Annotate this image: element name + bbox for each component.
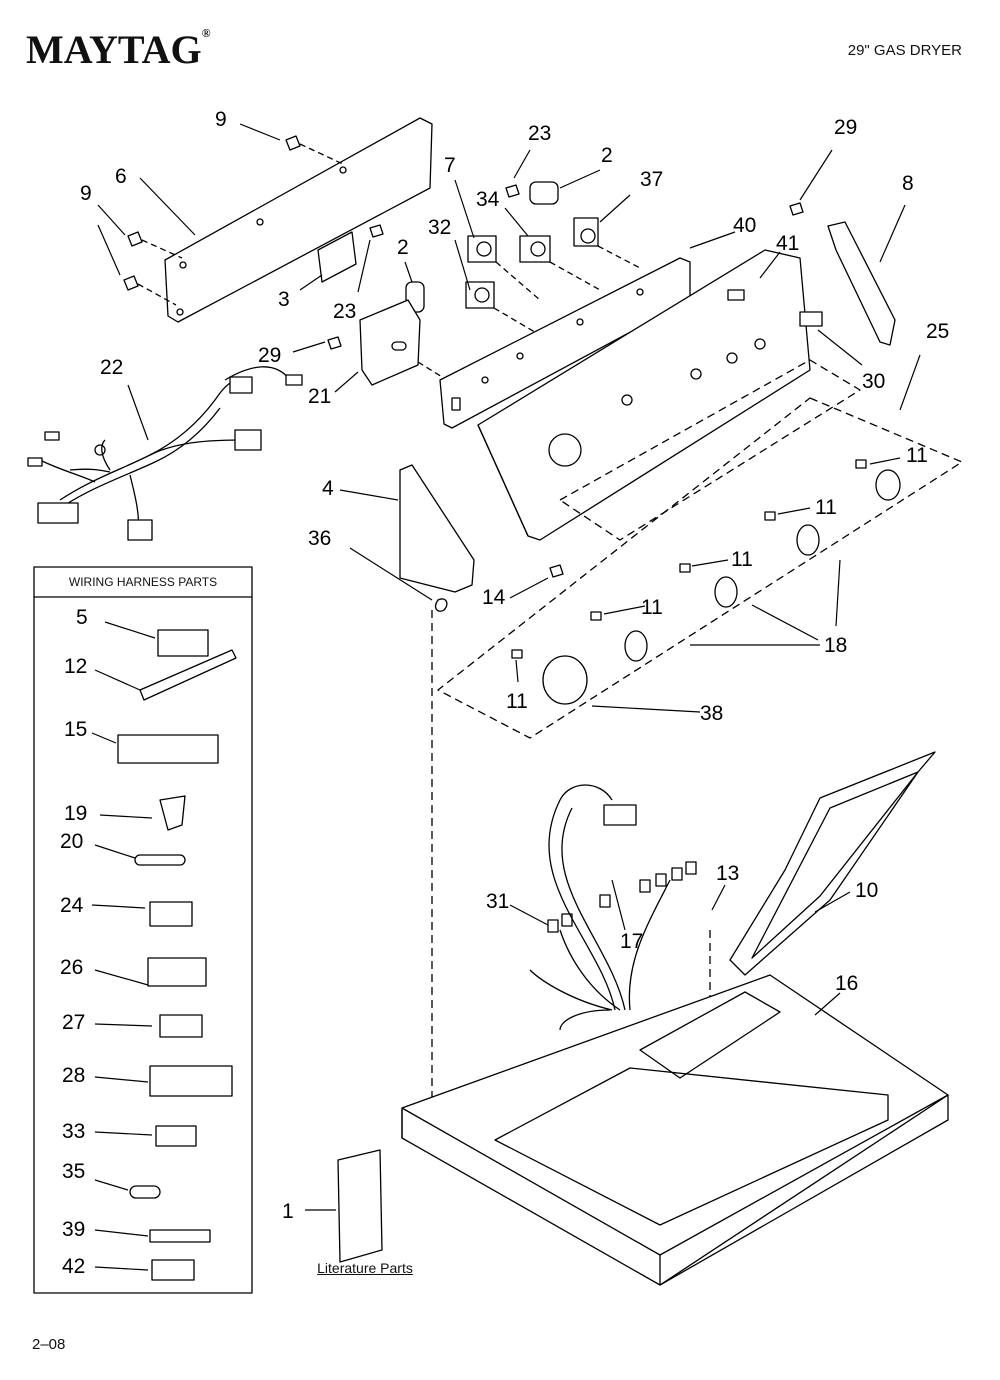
page-code: 2–08 xyxy=(32,1336,66,1353)
harness-callout: 42 xyxy=(62,1255,85,1278)
harness-callout: 35 xyxy=(62,1160,85,1183)
clip-part xyxy=(511,459,867,659)
callout-23: 23 xyxy=(528,122,551,145)
callout-2: 2 xyxy=(397,236,409,259)
callout-23: 23 xyxy=(333,300,356,323)
harness-part-drawings xyxy=(117,629,237,1281)
callout-37: 37 xyxy=(640,168,663,191)
callout-3: 3 xyxy=(278,288,290,311)
harness-callout: 33 xyxy=(62,1120,85,1143)
callout-16: 16 xyxy=(835,972,858,995)
callout-22: 22 xyxy=(100,356,123,379)
callout-1: 1 xyxy=(282,1200,294,1223)
harness-parts-box xyxy=(33,566,253,1294)
callout-29: 29 xyxy=(258,344,281,367)
callout-34: 34 xyxy=(476,188,500,211)
screw-part xyxy=(123,135,346,306)
callout-11: 11 xyxy=(506,690,528,713)
harness-callout: 27 xyxy=(62,1011,85,1034)
callout-13: 13 xyxy=(716,862,739,885)
harness-callouts: 5 12 15 19 20 24 26 27 28 33 35 39 42 xyxy=(60,606,88,1278)
harness-callout: 15 xyxy=(64,718,87,741)
literature-parts-label: Literature Parts xyxy=(317,1260,413,1276)
harness-callout: 28 xyxy=(62,1064,85,1087)
switch-part xyxy=(573,217,599,247)
callout-17: 17 xyxy=(620,930,643,953)
callout-8: 8 xyxy=(902,172,914,195)
callout-9: 9 xyxy=(215,108,227,131)
console-part xyxy=(477,249,811,541)
callout-21: 21 xyxy=(308,385,331,408)
callout-2: 2 xyxy=(601,144,613,167)
harness-callout: 24 xyxy=(60,894,84,917)
callout-6: 6 xyxy=(115,165,127,188)
switch-part xyxy=(465,281,495,309)
harness-callout: 19 xyxy=(64,802,87,825)
callout-38: 38 xyxy=(700,702,723,725)
knob-part xyxy=(542,469,901,705)
literature-part xyxy=(337,1149,383,1263)
brand-logo: MAYTAG® xyxy=(26,26,211,73)
callout-31: 31 xyxy=(486,890,509,913)
timer-part xyxy=(327,299,421,386)
harness-box-title: WIRING HARNESS PARTS xyxy=(68,575,218,589)
callout-7: 7 xyxy=(444,154,456,177)
callout-11: 11 xyxy=(731,548,753,571)
callout-40: 40 xyxy=(733,214,756,237)
callout-18: 18 xyxy=(824,634,847,657)
switch-part xyxy=(519,235,551,263)
callout-10: 10 xyxy=(855,879,878,902)
callout-41: 41 xyxy=(776,232,799,255)
harness-callout: 5 xyxy=(76,606,88,629)
dryer-top-part xyxy=(401,974,949,1286)
callout-9: 9 xyxy=(80,182,92,205)
lint-filter-part xyxy=(729,751,936,976)
trademark-symbol: ® xyxy=(201,26,211,40)
harness-callout: 26 xyxy=(60,956,83,979)
callout-11: 11 xyxy=(641,596,663,619)
end-cap-left-part xyxy=(399,464,475,612)
harness-callout: 12 xyxy=(64,655,87,678)
model-title: 29" GAS DRYER xyxy=(847,42,962,59)
callout-30: 30 xyxy=(862,370,885,393)
callout-25: 25 xyxy=(926,320,949,343)
callout-14: 14 xyxy=(482,586,506,609)
back-plate-part xyxy=(164,117,433,323)
switch-part xyxy=(467,235,497,263)
callout-labels: 9 6 9 3 23 2 29 21 22 23 2 37 7 34 32 40… xyxy=(80,108,949,1223)
callout-29: 29 xyxy=(834,116,857,139)
lower-harness-part xyxy=(529,784,697,1031)
callout-36: 36 xyxy=(308,527,331,550)
callout-32: 32 xyxy=(428,216,451,239)
leader-lines xyxy=(91,123,921,1271)
callout-11: 11 xyxy=(906,444,928,467)
harness-callout: 39 xyxy=(62,1218,85,1241)
brand-name: MAYTAG xyxy=(26,27,202,72)
end-cap-part xyxy=(789,202,896,346)
harness-callout: 20 xyxy=(60,830,83,853)
callout-11: 11 xyxy=(815,496,837,519)
wiring-harness-part xyxy=(27,366,303,541)
callout-4: 4 xyxy=(322,477,334,500)
